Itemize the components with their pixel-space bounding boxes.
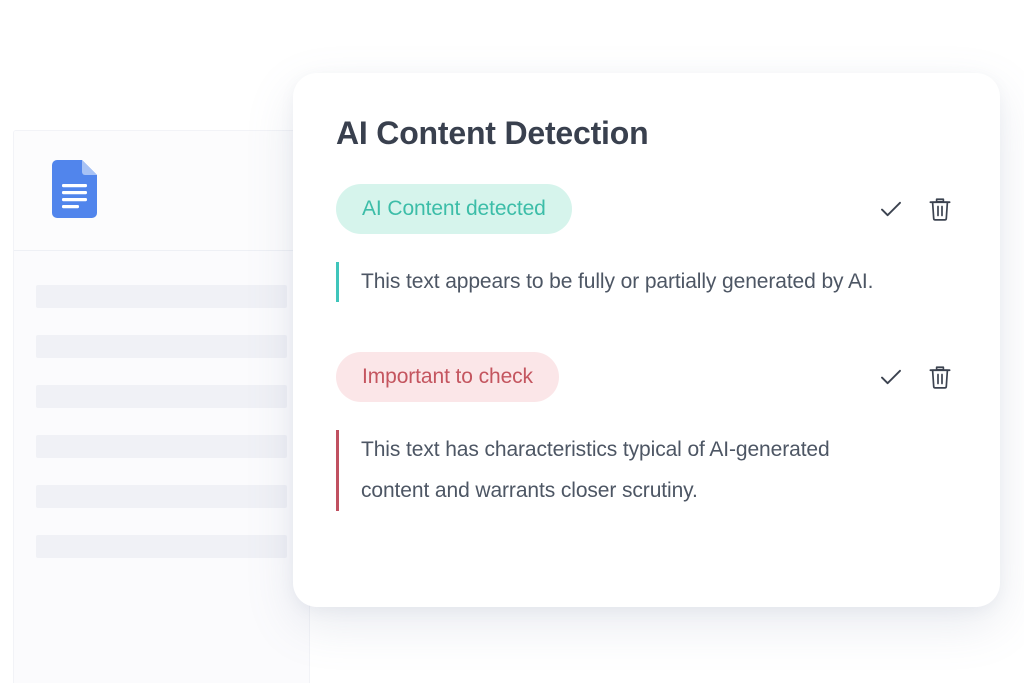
placeholder-line: [36, 535, 287, 558]
placeholder-line: [36, 485, 287, 508]
finding-actions: [878, 196, 958, 222]
finding-ai-content-detected: AI Content detected This text ap: [336, 184, 958, 303]
finding-header: Important to check: [336, 352, 958, 403]
placeholder-line: [36, 285, 287, 308]
placeholder-line: [36, 385, 287, 408]
google-docs-file-icon: [52, 160, 97, 218]
finding-description: This text appears to be fully or partial…: [336, 262, 896, 303]
finding-description: This text has characteristics typical of…: [336, 430, 896, 511]
finding-header: AI Content detected: [336, 184, 958, 234]
document-header: [14, 131, 309, 251]
finding-important-to-check: Important to check This text has: [336, 352, 958, 511]
status-badge-ai-content-detected: AI Content detected: [336, 184, 572, 234]
status-badge-important-to-check: Important to check: [336, 352, 559, 403]
check-icon[interactable]: [878, 364, 904, 390]
document-placeholder-lines: [14, 251, 309, 558]
check-icon[interactable]: [878, 196, 904, 222]
ai-content-detection-card: AI Content Detection AI Content detected: [293, 73, 1000, 607]
finding-actions: [878, 364, 958, 390]
trash-icon[interactable]: [927, 364, 953, 390]
trash-icon[interactable]: [927, 196, 953, 222]
background-document-panel: [13, 130, 310, 683]
page-title: AI Content Detection: [336, 115, 649, 151]
placeholder-line: [36, 435, 287, 458]
placeholder-line: [36, 335, 287, 358]
